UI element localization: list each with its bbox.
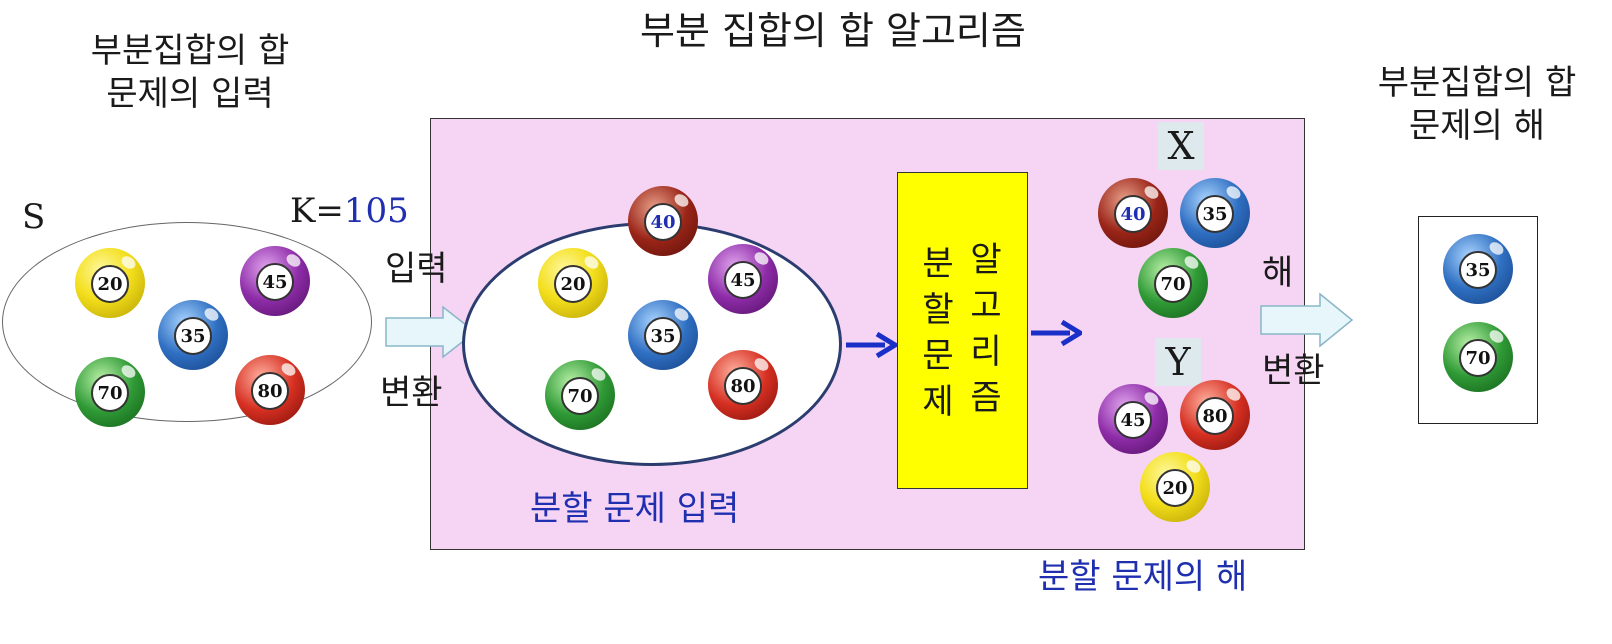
- algorithm-left-char: 할: [922, 290, 954, 330]
- ball-40: 40: [1098, 178, 1168, 248]
- ball-number: 20: [1156, 469, 1194, 507]
- answer-transform-label-1: 해: [1262, 253, 1294, 293]
- ball-number: 45: [1114, 401, 1152, 439]
- ball-45: 45: [240, 246, 310, 316]
- input-caption: 부분집합의 합 문제의 입력: [50, 30, 330, 115]
- ball-number: 35: [1459, 251, 1497, 289]
- algorithm-left-char: 분: [922, 244, 954, 284]
- ball-number: 80: [1196, 397, 1234, 435]
- ball-number: 35: [1196, 195, 1234, 233]
- partition-algorithm-box: 분 할 문 제 알 고 리 즘: [897, 172, 1028, 489]
- ball-35: 35: [628, 300, 698, 370]
- input-transform-arrow: [385, 305, 477, 359]
- partition-input-label: 분할 문제 입력: [530, 489, 740, 529]
- set-y-label: Y: [1155, 338, 1201, 386]
- algorithm-left-char: 문: [922, 336, 954, 376]
- ball-45: 45: [1098, 384, 1168, 454]
- output-caption-line1: 부분집합의 합: [1377, 63, 1577, 103]
- ball-70: 70: [1443, 322, 1513, 392]
- set-label: S: [22, 197, 46, 237]
- algorithm-right-char: 리: [970, 332, 1002, 372]
- input-transform-label-1: 입력: [385, 249, 448, 289]
- ball-20: 20: [1140, 452, 1210, 522]
- answer-transform-arrow: [1260, 292, 1354, 348]
- ball-80: 80: [1180, 380, 1250, 450]
- algorithm-right-char: 고: [970, 286, 1002, 326]
- algorithm-right-char: 즘: [970, 378, 1002, 418]
- k-label: K=105: [290, 190, 409, 233]
- answer-transform-label-2: 변환: [1262, 351, 1325, 391]
- ball-35: 35: [158, 300, 228, 370]
- ball-number: 70: [91, 374, 129, 412]
- ball-number: 40: [644, 203, 682, 241]
- ball-number: 35: [644, 317, 682, 355]
- algorithm-to-solution-arrow: [1031, 319, 1082, 347]
- k-value: 105: [343, 191, 409, 231]
- ball-80: 80: [708, 350, 778, 420]
- algorithm-column-left: 분 할 문 제: [918, 241, 958, 425]
- set-x-label: X: [1158, 122, 1204, 170]
- ball-80: 80: [235, 355, 305, 425]
- ball-70: 70: [1138, 248, 1208, 318]
- ball-70: 70: [545, 360, 615, 430]
- output-caption-line2: 문제의 해: [1409, 105, 1545, 146]
- ball-number: 20: [91, 265, 129, 303]
- ball-40: 40: [628, 186, 698, 256]
- ball-number: 70: [1154, 265, 1192, 303]
- input-caption-line2: 문제의 입력: [106, 73, 274, 114]
- k-prefix: K=: [290, 191, 344, 231]
- ball-number: 45: [256, 263, 294, 301]
- ball-20: 20: [538, 248, 608, 318]
- ball-number: 80: [251, 372, 289, 410]
- partition-to-algorithm-arrow: [846, 331, 897, 359]
- ball-45: 45: [708, 244, 778, 314]
- algorithm-right-char: 알: [970, 240, 1002, 280]
- algorithm-left-char: 제: [922, 382, 954, 422]
- ball-number: 45: [724, 261, 762, 299]
- ball-35: 35: [1180, 178, 1250, 248]
- input-transform-label-2: 변환: [380, 373, 443, 413]
- ball-number: 40: [1114, 195, 1152, 233]
- ball-number: 20: [554, 265, 592, 303]
- ball-20: 20: [75, 248, 145, 318]
- output-caption: 부분집합의 합 문제의 해: [1352, 62, 1602, 147]
- ball-number: 70: [1459, 339, 1497, 377]
- input-caption-line1: 부분집합의 합: [90, 31, 290, 71]
- ball-number: 70: [561, 377, 599, 415]
- ball-35: 35: [1443, 234, 1513, 304]
- partition-solution-label: 분할 문제의 해: [1038, 557, 1248, 597]
- diagram-title: 부분 집합의 합 알고리즘: [640, 9, 1026, 53]
- ball-number: 35: [174, 317, 212, 355]
- ball-70: 70: [75, 357, 145, 427]
- ball-number: 80: [724, 367, 762, 405]
- algorithm-column-right: 알 고 리 즘: [966, 237, 1006, 421]
